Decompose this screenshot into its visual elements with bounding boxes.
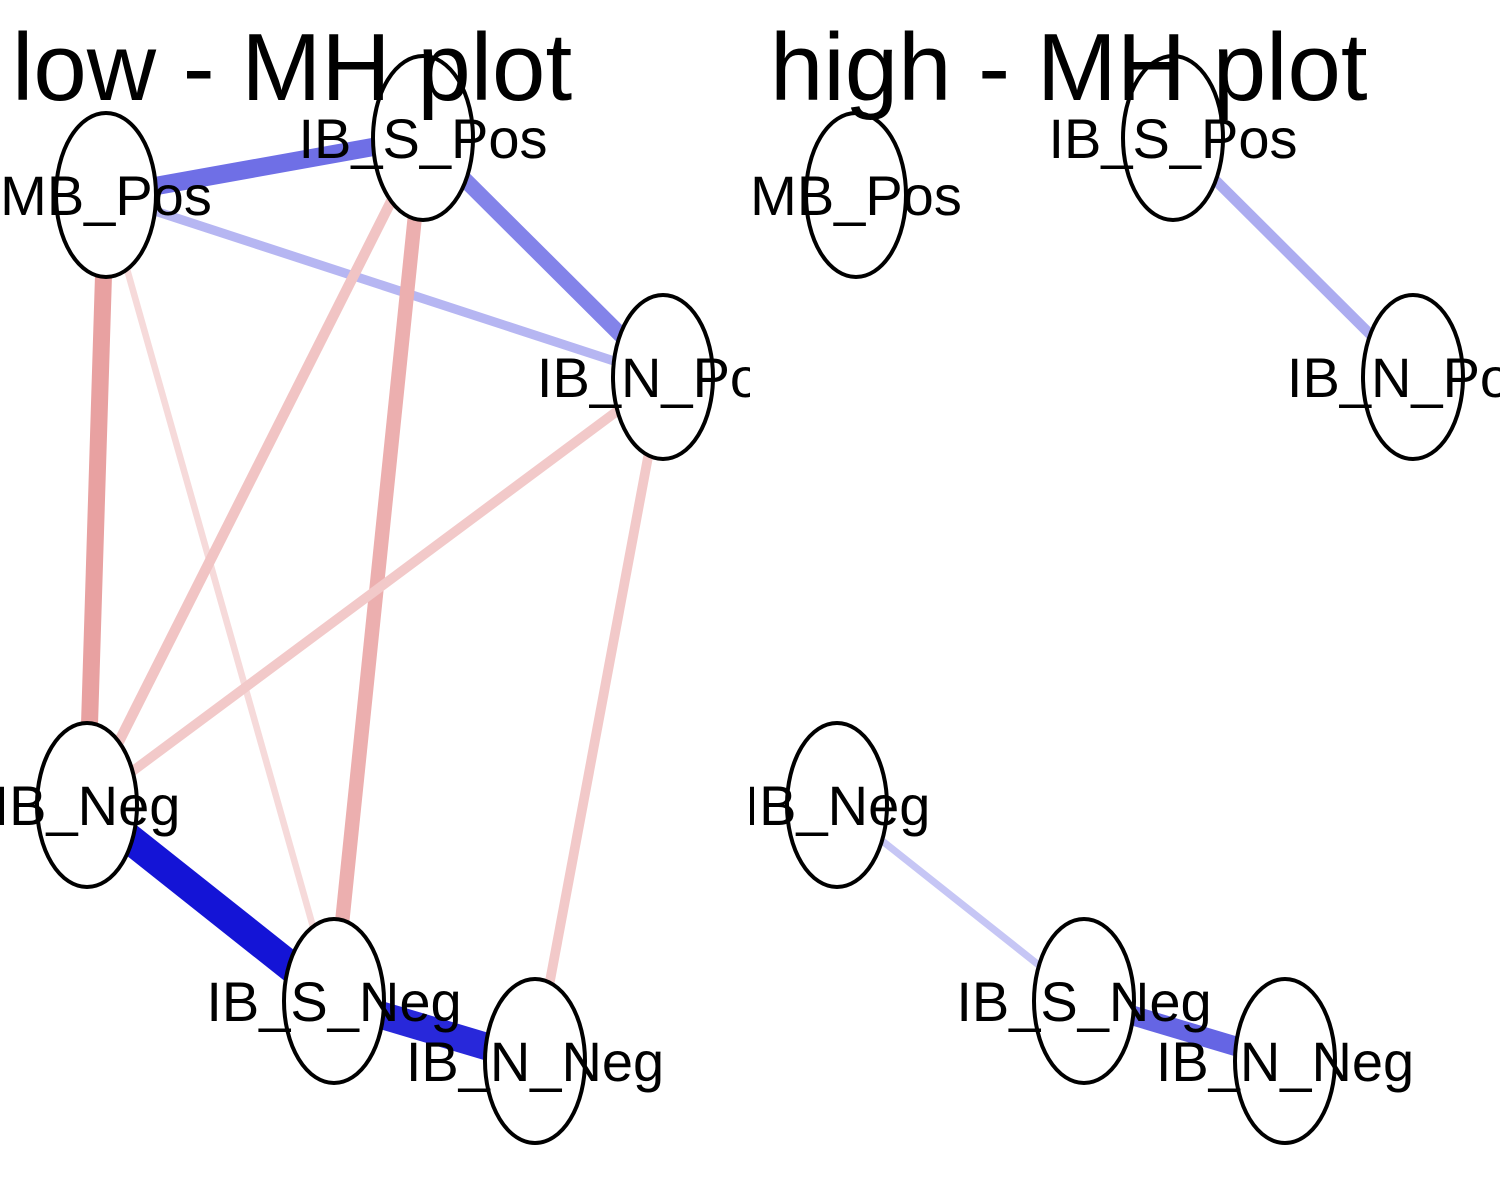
node-ellipse: [804, 111, 908, 279]
node-label: IB_N_Pos: [1287, 346, 1500, 409]
node-ellipse: [371, 54, 475, 222]
node-label: IB_N_Neg: [1156, 1030, 1414, 1093]
node-label: MB_Pos: [750, 164, 962, 227]
edge-low-IB_S_Pos-IB_Neg: [82, 135, 428, 808]
node-low-IB_Neg: IB_Neg: [0, 721, 180, 889]
edge-low-IB_S_Pos-IB_S_Neg: [326, 137, 431, 1002]
node-low-MB_Pos: MB_Pos: [0, 111, 212, 279]
node-label: MB_Pos: [0, 164, 212, 227]
node-label: IB_S_Neg: [956, 970, 1211, 1033]
node-ellipse: [54, 111, 158, 279]
node-low-IB_S_Neg: IB_S_Neg: [206, 917, 462, 1085]
node-low-IB_S_Pos: IB_S_Pos: [298, 54, 548, 222]
edge-low-MB_Pos-IB_N_Pos: [104, 190, 665, 382]
node-ellipse: [1121, 54, 1225, 222]
node-low-IB_N_Pos: IB_N_Pos: [537, 293, 750, 461]
node-ellipse: [35, 721, 139, 889]
edge-low-MB_Pos-IB_Neg: [78, 194, 115, 806]
nodes-low: MB_Pos IB_S_PosIB_N_PosIB_NegIB_S_NegIB_N…: [0, 54, 750, 1145]
node-label: IB_S_Pos: [298, 107, 547, 170]
edge-low-MB_Pos-IB_S_Pos: [104, 128, 425, 205]
panel-low: MB_Pos IB_S_PosIB_N_PosIB_NegIB_S_NegIB_N…: [0, 14, 750, 1145]
node-low-IB_N_Neg: IB_N_Neg: [406, 977, 664, 1145]
node-ellipse: [1233, 977, 1337, 1145]
node-label: IB_S_Neg: [206, 970, 461, 1033]
panel-title-high: high - MH plot: [770, 14, 1368, 121]
node-ellipse: [1361, 293, 1465, 461]
node-high-IB_N_Pos: IB_N_Pos: [1287, 293, 1500, 461]
edge-low-IB_N_Pos-IB_N_Neg: [530, 376, 668, 1062]
panel-high: MB_Pos IB_S_PosIB_N_PosIB_NegIB_S_NegIB_N…: [750, 0, 1500, 1200]
node-ellipse: [785, 721, 889, 889]
edges-low: [77, 128, 669, 1075]
node-label: IB_N_Pos: [537, 346, 750, 409]
nodes-high: MB_Pos IB_S_PosIB_N_PosIB_NegIB_S_NegIB_N…: [750, 54, 1500, 1145]
node-label: IB_Neg: [750, 774, 930, 837]
node-label: IB_Neg: [0, 774, 180, 837]
node-label: IB_N_Neg: [406, 1030, 664, 1093]
edges-high: [834, 134, 1417, 1071]
node-label: IB_S_Pos: [1048, 107, 1297, 170]
node-high-IB_S_Pos: IB_S_Pos: [1048, 54, 1298, 222]
node-ellipse: [1032, 917, 1136, 1085]
node-ellipse: [611, 293, 715, 461]
network-high: MB_Pos IB_S_PosIB_N_PosIB_NegIB_S_NegIB_N…: [750, 14, 1500, 1145]
node-high-IB_Neg: IB_Neg: [750, 721, 930, 889]
node-ellipse: [483, 977, 587, 1145]
edge-low-MB_Pos-IB_S_Neg: [102, 194, 338, 1002]
node-ellipse: [282, 917, 386, 1085]
node-high-IB_N_Neg: IB_N_Neg: [1156, 977, 1414, 1145]
panel-title-low: low - MH plot: [12, 14, 572, 121]
node-high-MB_Pos: MB_Pos: [750, 111, 962, 279]
network-low: MB_Pos IB_S_PosIB_N_PosIB_NegIB_S_NegIB_N…: [0, 14, 750, 1145]
edge-low-IB_N_Pos-IB_Neg: [84, 373, 666, 809]
node-high-IB_S_Neg: IB_S_Neg: [956, 917, 1212, 1085]
